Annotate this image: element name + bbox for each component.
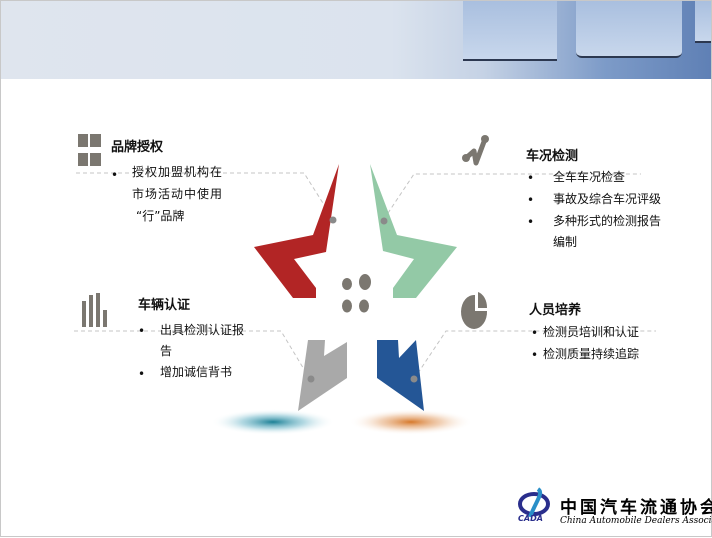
header-cube-image	[576, 1, 682, 58]
section-item: 市场活动中使用	[132, 187, 224, 201]
grid-icon	[78, 134, 101, 166]
bullet: •	[138, 324, 146, 338]
logo-english-name: China Automobile Dealers Association	[560, 516, 712, 526]
star-arm-blue	[377, 340, 424, 411]
connector-dot	[380, 217, 388, 225]
section-item: 事故及综合车况评级	[553, 192, 662, 206]
pie-chart-icon	[461, 292, 488, 329]
section-item: 全车车况检查	[553, 170, 626, 184]
section-item: 多种形式的检测报告	[553, 214, 662, 228]
header-cube-image	[463, 1, 557, 61]
connector-dot	[329, 216, 337, 224]
bullet: •	[531, 326, 539, 340]
section-title-brand: 品牌授权	[111, 140, 164, 155]
section-item: 检测员培训和认证	[543, 325, 640, 339]
header-banner	[1, 1, 711, 79]
bullet: •	[531, 348, 539, 362]
star-arm-red	[254, 164, 339, 298]
section-item: “行”品牌	[136, 209, 185, 223]
connector-dot	[410, 375, 418, 383]
connector-line	[383, 173, 641, 220]
bullet: •	[527, 193, 535, 207]
star-arm-gray	[298, 340, 347, 411]
bullet: •	[138, 367, 146, 381]
section-item: 检测质量持续追踪	[543, 347, 640, 361]
section-title-inspection: 车况检测	[526, 149, 579, 164]
logo-abbr: CADA	[518, 514, 543, 523]
bullet: •	[527, 215, 535, 229]
four-dots-icon	[342, 274, 371, 313]
bullet: •	[527, 171, 535, 185]
header-cube-image	[695, 1, 711, 43]
connector-line	[76, 172, 334, 220]
connector-dot	[307, 375, 315, 383]
teal-shadow	[211, 409, 335, 435]
star-arm-green	[370, 164, 457, 298]
trend-line-icon	[462, 135, 489, 166]
bar-chart-icon	[82, 293, 107, 327]
section-item: 出具检测认证报	[160, 323, 245, 337]
section-item: 增加诚信背书	[160, 365, 233, 379]
logo-chinese-name: 中国汽车流通协会	[560, 498, 712, 518]
section-item: 告	[160, 344, 173, 358]
section-title-certification: 车辆认证	[138, 298, 191, 313]
orange-shadow	[349, 409, 473, 435]
section-title-training: 人员培养	[529, 303, 582, 318]
section-item: 授权加盟机构在	[132, 165, 224, 179]
section-item: 编制	[553, 235, 578, 249]
connector-line	[74, 330, 312, 382]
bullet: •	[111, 168, 119, 182]
cada-emblem-icon	[518, 487, 550, 518]
connector-line	[413, 330, 656, 380]
